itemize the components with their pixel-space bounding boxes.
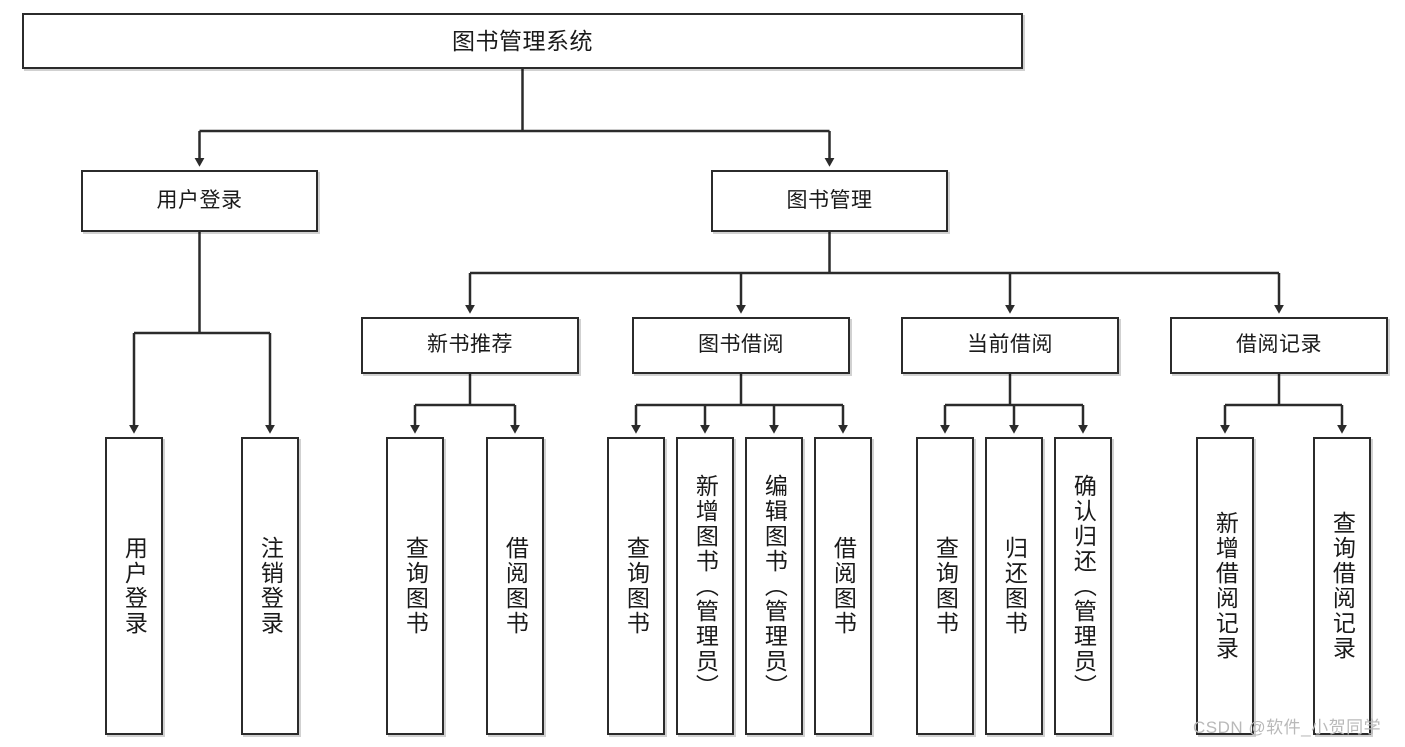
node-label: 归还图书 xyxy=(1001,536,1028,636)
node-bookmgmt[interactable]: 图书管理 xyxy=(711,170,948,232)
node-label: 查询图书 xyxy=(932,536,959,636)
node-label: 查询借阅记录 xyxy=(1329,511,1356,661)
node-leaf-borrow-2[interactable]: 新增图书（管理员） xyxy=(676,437,734,735)
node-leaf-new-1[interactable]: 查询图书 xyxy=(386,437,444,735)
node-label: 图书管理 xyxy=(786,188,873,212)
node-leaf-login-2[interactable]: 注销登录 xyxy=(241,437,299,735)
node-leaf-new-2[interactable]: 借阅图书 xyxy=(486,437,544,735)
node-borrow[interactable]: 图书借阅 xyxy=(632,317,850,374)
node-leaf-borrow-4[interactable]: 借阅图书 xyxy=(814,437,872,735)
node-leaf-cur-2[interactable]: 归还图书 xyxy=(985,437,1043,735)
node-leaf-rec-1[interactable]: 新增借阅记录 xyxy=(1196,437,1254,735)
node-label: 新增借阅记录 xyxy=(1212,511,1239,661)
node-label: 编辑图书（管理员） xyxy=(761,473,788,699)
node-current[interactable]: 当前借阅 xyxy=(901,317,1119,374)
node-label: 图书借阅 xyxy=(698,333,784,357)
node-label: 用户登录 xyxy=(156,188,243,212)
node-leaf-borrow-1[interactable]: 查询图书 xyxy=(607,437,665,735)
node-leaf-cur-3[interactable]: 确认归还（管理员） xyxy=(1054,437,1112,735)
node-label: 查询图书 xyxy=(623,536,650,636)
node-label: 新书推荐 xyxy=(427,333,513,357)
node-label: 借阅图书 xyxy=(502,536,529,636)
node-newbook[interactable]: 新书推荐 xyxy=(361,317,579,374)
node-label: 图书管理系统 xyxy=(452,27,593,54)
node-label: 借阅记录 xyxy=(1236,333,1322,357)
node-label: 借阅图书 xyxy=(830,536,857,636)
node-login[interactable]: 用户登录 xyxy=(81,170,318,232)
node-leaf-login-1[interactable]: 用户登录 xyxy=(105,437,163,735)
node-label: 确认归还（管理员） xyxy=(1070,473,1097,699)
node-label: 用户登录 xyxy=(121,536,148,636)
watermark: CSDN @软件_小贺同学 xyxy=(1193,718,1382,737)
node-label: 当前借阅 xyxy=(967,333,1053,357)
node-leaf-cur-1[interactable]: 查询图书 xyxy=(916,437,974,735)
node-label: 新增图书（管理员） xyxy=(692,473,719,699)
node-label: 注销登录 xyxy=(257,536,284,636)
node-leaf-rec-2[interactable]: 查询借阅记录 xyxy=(1313,437,1371,735)
node-label: 查询图书 xyxy=(402,536,429,636)
node-records[interactable]: 借阅记录 xyxy=(1170,317,1388,374)
node-root[interactable]: 图书管理系统 xyxy=(22,13,1023,69)
node-leaf-borrow-3[interactable]: 编辑图书（管理员） xyxy=(745,437,803,735)
